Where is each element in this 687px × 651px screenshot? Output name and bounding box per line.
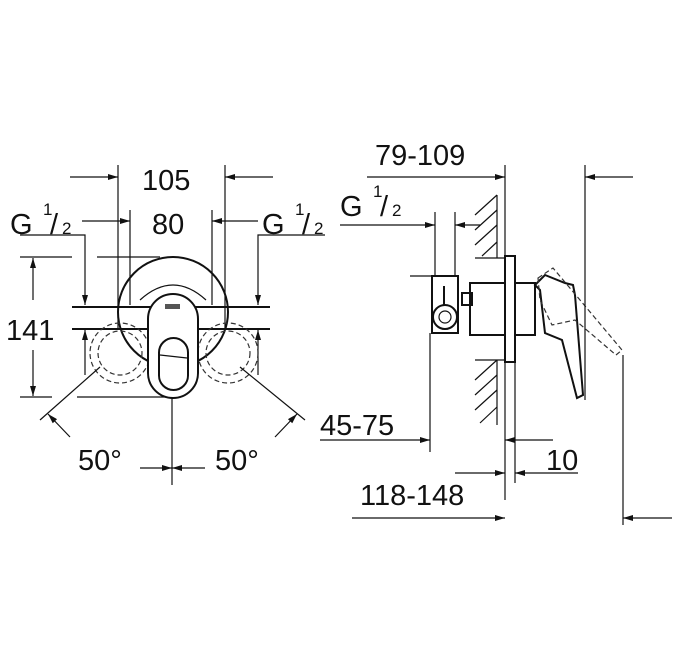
svg-text:G: G [10, 209, 33, 241]
lever-side [533, 273, 585, 400]
thread-label-side: G 1 / 2 [340, 182, 401, 223]
dim-141-label: 141 [6, 315, 54, 347]
front-view: 105 80 G 1 / 2 G 1 / 2 [6, 165, 325, 485]
svg-text:2: 2 [62, 219, 71, 238]
valve-body [469, 282, 506, 336]
wall-hatching [474, 194, 498, 424]
svg-text:1: 1 [373, 182, 382, 201]
svg-text:2: 2 [392, 201, 401, 220]
svg-text:2: 2 [314, 219, 323, 238]
svg-text:1: 1 [295, 200, 304, 219]
cover-plate [504, 255, 516, 363]
dim-105-label: 105 [142, 165, 190, 197]
svg-text:1: 1 [43, 200, 52, 219]
dim-10-label: 10 [546, 445, 578, 477]
svg-text:/: / [302, 209, 311, 241]
dim-118-148-label: 118-148 [360, 480, 464, 512]
angle-left-label: 50° [78, 445, 122, 477]
svg-text:G: G [262, 209, 285, 241]
lever-handle [147, 293, 199, 399]
svg-text:/: / [380, 191, 389, 223]
svg-text:/: / [50, 209, 59, 241]
dim-80-label: 80 [152, 209, 184, 241]
angle-right-label: 50° [215, 445, 259, 477]
dim-79-109-label: 79-109 [375, 140, 465, 172]
thread-label-left: G 1 / 2 [10, 200, 71, 241]
lever-alt-position [537, 267, 623, 356]
dim-45-75-label: 45-75 [320, 410, 394, 442]
side-view: 79-109 G 1 / 2 45-75 10 118-148 [320, 140, 672, 525]
svg-text:G: G [340, 191, 363, 223]
thread-label-right: G 1 / 2 [262, 200, 323, 241]
inlet-block [431, 275, 459, 334]
